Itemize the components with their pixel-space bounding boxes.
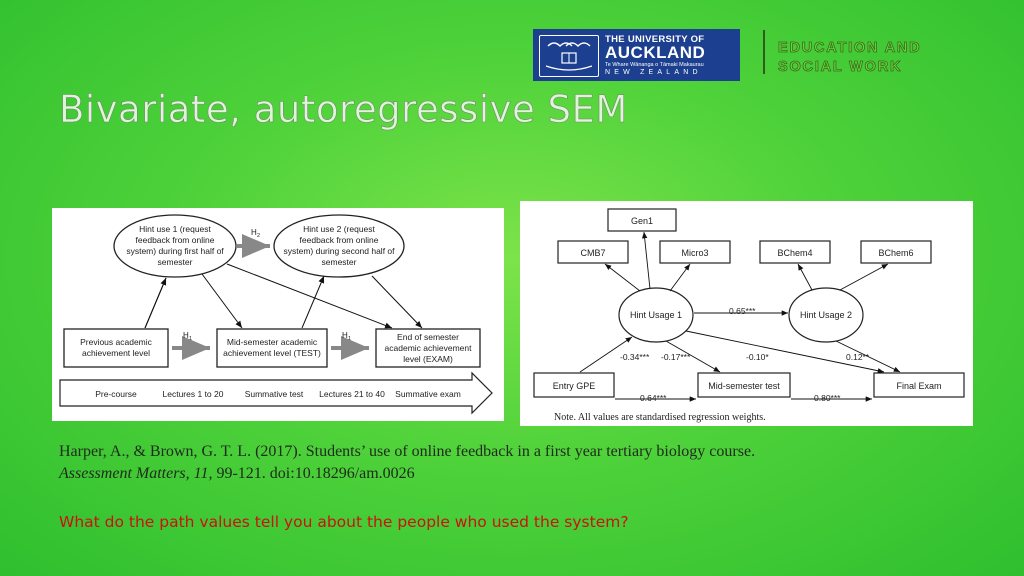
- hint-usage-1-node: [618, 287, 694, 343]
- coef-mid-final: 0.80***: [814, 393, 841, 403]
- hint-usage-2-node: [788, 287, 864, 343]
- citation: Harper, A., & Brown, G. T. L. (2017). St…: [59, 441, 959, 485]
- hint-usage-1-label: Hint Usage 1: [630, 310, 682, 320]
- timeline-lectures-21-40: Lectures 21 to 40: [319, 389, 385, 399]
- prev-line-1: Previous academic: [80, 337, 153, 347]
- citation-journal: Assessment Matters, 11,: [59, 465, 213, 482]
- hint-use-1-node: [113, 214, 237, 278]
- mid-line-2: achievement level (TEST): [223, 348, 321, 358]
- entry-gpe-box: [533, 372, 615, 398]
- diagram-note: Note. All values are standardised regres…: [554, 412, 766, 423]
- prev-line-2: achievement level: [82, 348, 150, 358]
- logo-line-2: AUCKLAND: [605, 43, 706, 62]
- hint2-line-2: feedback from online: [300, 235, 379, 245]
- faculty-line-1: EDUCATION AND: [778, 40, 922, 57]
- hint-usage-2-label: Hint Usage 2: [800, 310, 852, 320]
- end-line-1: End of semester: [397, 332, 459, 342]
- timeline-arrow: [59, 371, 493, 415]
- citation-details: 99-121. doi:10.18296/am.0026: [212, 465, 415, 482]
- micro3-label: Micro3: [681, 248, 708, 258]
- bchem6-box: [860, 240, 932, 264]
- entry-gpe-label: Entry GPE: [553, 381, 596, 391]
- h2-label-sub: 2: [257, 233, 260, 239]
- faculty-name: EDUCATION AND SOCIAL WORK: [778, 39, 921, 77]
- right-path-diagram: Gen1 CMB7 Micro3 BChem4 BChem6 Hint Usag…: [520, 201, 973, 426]
- mid-semester-test-box: [697, 372, 791, 398]
- timeline-pre-course: Pre-course: [95, 389, 137, 399]
- discussion-question: What do the path values tell you about t…: [59, 513, 629, 531]
- logo-line-3: Te Whare Wānanga o Tāmaki Makaurau: [605, 62, 704, 68]
- slide-title: Bivariate, autoregressive SEM: [59, 88, 628, 132]
- h2-label: H: [251, 228, 257, 237]
- timeline-lectures-1-20: Lectures 1 to 20: [163, 389, 224, 399]
- hint1-line-3: system) during first half of: [126, 246, 224, 256]
- mid-semester-test-label: Mid-semester test: [708, 381, 780, 391]
- bchem4-label: BChem4: [777, 248, 812, 258]
- h1b-label-sub: 1: [348, 336, 351, 342]
- h1a-label-sub: 1: [189, 336, 192, 342]
- timeline-summative-exam: Summative exam: [395, 389, 461, 399]
- coef-hint1-mid: -0.17***: [661, 352, 691, 362]
- logo-line-1: THE UNIVERSITY OF: [605, 34, 705, 45]
- coef-entry-mid: 0.64***: [640, 393, 667, 403]
- hint2-line-3: system) during second half of: [283, 246, 395, 256]
- coef-hint1-hint2: 0.65***: [729, 306, 756, 316]
- mid-line-1: Mid-semester academic: [227, 337, 318, 347]
- university-logo: THE UNIVERSITY OF AUCKLAND Te Whare Wāna…: [533, 29, 740, 81]
- logo-line-4: NEW ZEALAND: [605, 69, 702, 76]
- left-path-diagram: Hint use 1 (request feedback from online…: [52, 208, 504, 421]
- final-exam-box: [873, 372, 965, 398]
- university-seal-icon: [539, 35, 599, 77]
- citation-line-2: Assessment Matters, 11, 99-121. doi:10.1…: [59, 463, 959, 485]
- hint1-line-1: Hint use 1 (request: [139, 224, 211, 234]
- citation-line-1: Harper, A., & Brown, G. T. L. (2017). St…: [59, 443, 756, 460]
- h1a-label: H: [183, 331, 189, 340]
- previous-achievement-box: [63, 328, 169, 368]
- gen1-box: [607, 208, 677, 232]
- bchem4-box: [759, 240, 831, 264]
- final-exam-label: Final Exam: [896, 381, 941, 391]
- coef-hint1-final: -0.10*: [746, 352, 769, 362]
- hint2-line-1: Hint use 2 (request: [303, 224, 375, 234]
- end-line-2: academic achievement: [385, 343, 473, 353]
- hint1-line-4: semester: [158, 257, 193, 267]
- h1b-label: H: [342, 331, 348, 340]
- micro3-box: [659, 240, 731, 264]
- hint2-line-4: semester: [322, 257, 357, 267]
- end-semester-box: [375, 328, 481, 368]
- bchem6-label: BChem6: [878, 248, 913, 258]
- mid-semester-box: [216, 328, 328, 368]
- cmb7-label: CMB7: [580, 248, 605, 258]
- coef-hint2-final: 0.12**: [846, 352, 870, 362]
- faculty-line-2: SOCIAL WORK: [778, 59, 903, 76]
- hint1-line-2: feedback from online: [136, 235, 215, 245]
- coef-entry-hint1: -0.34***: [620, 352, 650, 362]
- timeline-summative-test: Summative test: [245, 389, 304, 399]
- end-line-3: level (EXAM): [403, 354, 453, 364]
- cmb7-box: [557, 240, 629, 264]
- gen1-label: Gen1: [631, 216, 653, 226]
- hint-use-2-node: [273, 214, 405, 278]
- logo-divider: [763, 30, 765, 74]
